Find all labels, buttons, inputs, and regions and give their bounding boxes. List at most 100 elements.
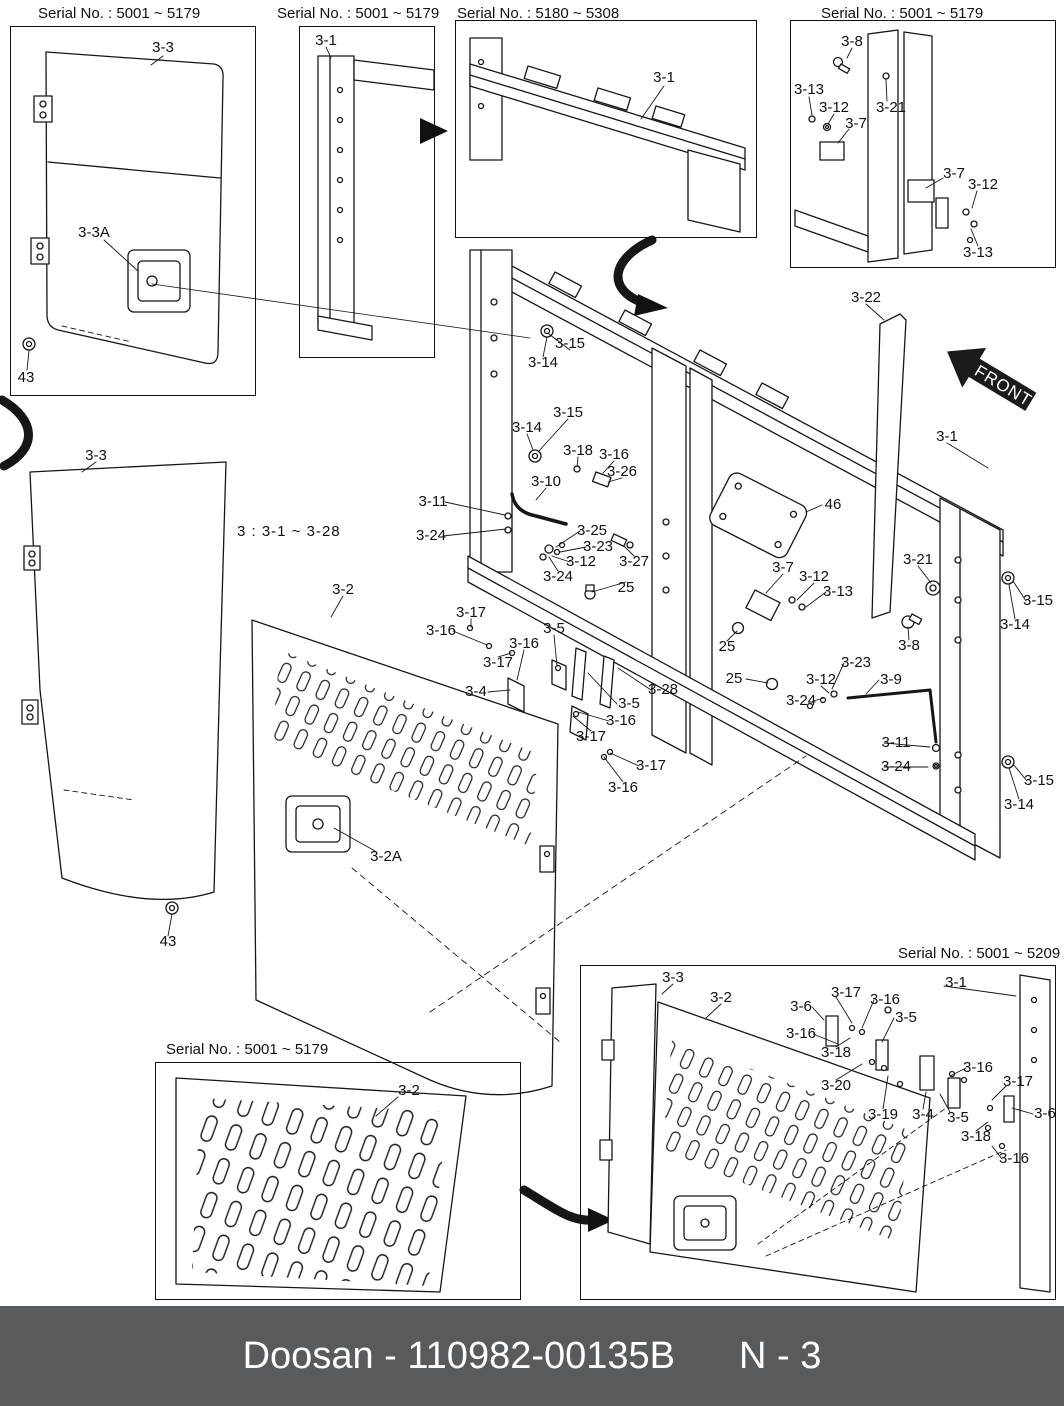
part-label: 3-16	[508, 634, 540, 652]
part-label: 3-16	[607, 778, 639, 796]
part-label: 3-22	[850, 288, 882, 306]
part-label: 3-11	[418, 492, 448, 510]
part-label: 3-24	[415, 526, 447, 544]
part-label: 25	[617, 578, 635, 596]
part-label: 3-12	[967, 175, 999, 193]
part-label: 3-13	[962, 243, 994, 261]
part-label: 3-15	[554, 334, 586, 352]
part-label: 3-5	[895, 1008, 917, 1026]
part-label: 3-15	[1023, 771, 1055, 789]
footer-page-number: N - 3	[739, 1334, 822, 1377]
part-label: 3-13	[822, 582, 854, 600]
part-label: 3-16	[605, 711, 637, 729]
part-label: 3-4	[912, 1105, 934, 1123]
part-label: 3-6	[1034, 1104, 1056, 1122]
serial-number-header: Serial No. : 5001 ~ 5179	[38, 5, 201, 22]
part-label: 3-6	[790, 997, 812, 1015]
part-label: 3-17	[482, 653, 514, 671]
part-label: 3-16	[425, 621, 457, 639]
part-label: 3-19	[867, 1105, 899, 1123]
part-label: 3-27	[618, 552, 650, 570]
inset3-frame-art	[469, 37, 746, 233]
inset1-door-panel-art	[22, 51, 224, 371]
inset-box-frame-5180-5308	[455, 20, 757, 238]
part-label: 3-12	[818, 98, 850, 116]
main-frame-art: FRONT	[0, 235, 1037, 1096]
footer-bar: Doosan - 110982-00135B N - 3	[0, 1306, 1064, 1406]
part-label: 3-26	[606, 462, 638, 480]
part-label: 3-3	[662, 968, 684, 986]
part-label: 3-5	[543, 619, 565, 637]
part-label: 3-2	[332, 580, 354, 598]
part-label: 3-17	[830, 983, 862, 1001]
serial-number-header: Serial No. : 5001 ~ 5179	[166, 1041, 329, 1058]
part-label: 3-1	[936, 427, 958, 445]
inset4-bracket-art	[794, 29, 979, 263]
part-label: 3-14	[999, 615, 1031, 633]
part-label: 3-17	[455, 603, 487, 621]
part-label: 43	[159, 932, 177, 950]
part-label: 3-3	[85, 446, 107, 464]
inset-box-assembly-5001-5209	[580, 965, 1056, 1300]
inset-box-brackets-5001-5179	[790, 20, 1056, 268]
part-label: 3-25	[576, 521, 608, 539]
part-label: 3-18	[960, 1127, 992, 1145]
part-label: 3-12	[805, 670, 837, 688]
part-label: 3-4	[465, 682, 487, 700]
part-label: 3-8	[841, 32, 863, 50]
part-label: 3-1	[315, 31, 337, 49]
serial-number-header: Serial No. : 5001 ~ 5179	[277, 5, 440, 22]
part-label: 3-8	[898, 636, 920, 654]
part-label: 3-12	[565, 552, 597, 570]
part-label: 46	[824, 495, 842, 513]
part-label: 3-24	[880, 757, 912, 775]
part-label: 3-1	[653, 68, 675, 86]
part-label: 3-1	[945, 973, 967, 991]
inset5-louver-panel-art	[175, 1077, 467, 1293]
part-label: 3-16	[598, 445, 630, 463]
part-label: 3-12	[798, 567, 830, 585]
part-label: 3-2	[398, 1081, 420, 1099]
part-label: 3-24	[785, 691, 817, 709]
part-label: 43	[17, 368, 35, 386]
part-range-note: 3 : 3-1 ~ 3-28	[237, 523, 341, 540]
part-label: 3-20	[820, 1076, 852, 1094]
part-label: 3-11	[881, 733, 911, 751]
part-label: 3-3	[152, 38, 174, 56]
part-label: 3-9	[880, 670, 902, 688]
serial-number-header: Serial No. : 5001 ~ 5209	[898, 945, 1061, 962]
part-label: 3-23	[840, 653, 872, 671]
part-label: 3-13	[793, 80, 825, 98]
front-arrow-label: FRONT	[971, 361, 1035, 410]
leader-lines	[81, 303, 1028, 937]
part-label: 3-5	[618, 694, 640, 712]
part-label: 25	[718, 637, 736, 655]
part-label: 3-21	[875, 98, 907, 116]
part-label: 3-15	[552, 403, 584, 421]
part-label: 3-23	[582, 537, 614, 555]
part-label: 3-28	[647, 680, 679, 698]
front-arrow: FRONT	[947, 347, 1037, 411]
serial-number-header: Serial No. : 5180 ~ 5308	[457, 5, 620, 22]
part-label: 3-14	[511, 418, 543, 436]
part-label: 3-2	[710, 988, 732, 1006]
footer-brand-part-number: Doosan - 110982-00135B	[242, 1334, 676, 1377]
part-label: 3-14	[527, 353, 559, 371]
inset6-assembly-art	[519, 974, 1051, 1293]
part-label: 3-3A	[78, 223, 110, 241]
part-label: 3-18	[562, 441, 594, 459]
part-label: 3-16	[785, 1024, 817, 1042]
inset2-post-art	[317, 46, 448, 341]
part-label: 3-7	[845, 114, 867, 132]
part-label: 3-16	[998, 1149, 1030, 1167]
part-label: 3-10	[530, 472, 562, 490]
part-label: 3-7	[772, 558, 794, 576]
part-label: 3-17	[1002, 1072, 1034, 1090]
part-label: 3-17	[635, 756, 667, 774]
serial-number-header: Serial No. : 5001 ~ 5179	[821, 5, 984, 22]
inset-box-post-5001-5179	[299, 26, 435, 358]
part-label: 3-5	[947, 1108, 969, 1126]
part-label: 3-15	[1022, 591, 1054, 609]
